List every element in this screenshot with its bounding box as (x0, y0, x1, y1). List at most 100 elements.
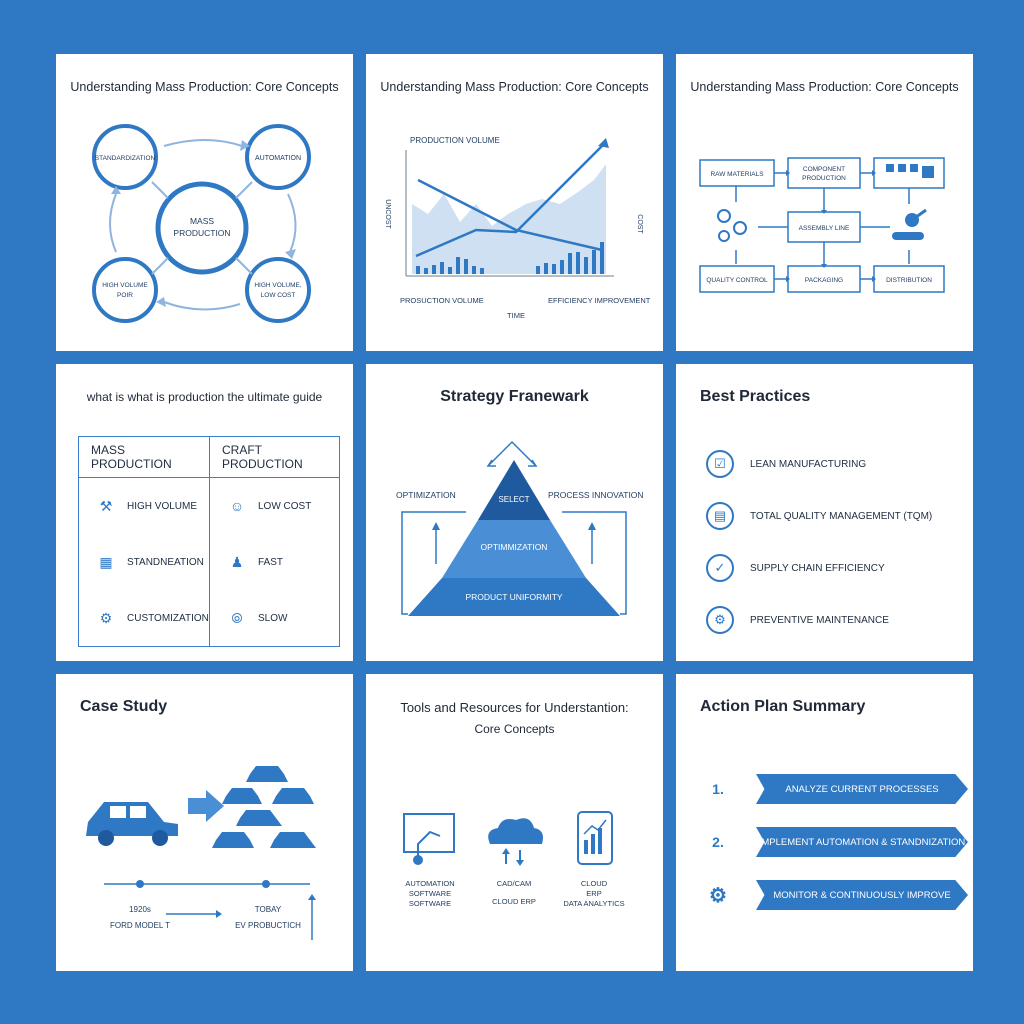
cycle-arrow (163, 139, 243, 147)
panel-production-flow: Understanding Mass Production: Core Conc… (676, 54, 973, 351)
strategy-pyramid: OPTIMIZATION PROCESS INNOVATION SELECT O… (396, 440, 644, 616)
panel-tools-resources: Tools and Resources for Understantion: C… (366, 674, 663, 971)
robot-arm-icon (892, 208, 927, 240)
timeline-marker (136, 880, 144, 888)
center-label: PRODUCTION (173, 228, 230, 238)
panel-title: what is what is production the ultimate … (86, 390, 323, 404)
center-label: MASS (190, 216, 214, 226)
panel-volume-cost-chart: Understanding Mass Production: Core Conc… (366, 54, 663, 351)
side-brackets (401, 511, 627, 615)
tool-label: CAD/CAM (497, 879, 532, 888)
panel-production-comparison: what is what is production the ultimate … (56, 364, 353, 661)
table-row: ⚙CUSTOMIZATION ⦾SLOW (78, 590, 340, 647)
pyramid-tier-bottom (408, 578, 620, 616)
box-label: QUALITY CONTROL (706, 277, 768, 284)
car-fleet-icon (212, 766, 316, 848)
step-number: 2. (712, 834, 724, 850)
node-label: POIR (117, 292, 133, 299)
box-label: PACKAGING (805, 277, 843, 284)
action-step: 1. ANALYZE CURRENT PROCESSES (698, 774, 968, 804)
cycle-arrow (109, 193, 117, 253)
tier-label: SELECT (498, 495, 529, 504)
tool-label: CLOUD ERP (492, 897, 536, 906)
x-axis-label: TIME (507, 311, 525, 320)
panel-title: Best Practices (700, 388, 811, 405)
panel-subtitle: Core Concepts (474, 722, 555, 736)
panel-best-practices: Best Practices ☑ LEAN MANUFACTURING ▤ TO… (676, 364, 973, 661)
timeline-event: EV PROBUCTICH (235, 921, 301, 930)
panel-title: Action Plan Summary (700, 698, 866, 715)
tool-label: CLOUD (581, 879, 608, 888)
node-circle (92, 124, 158, 190)
hammer-icon: ⚒ (99, 497, 113, 514)
cycle-arrow (163, 301, 241, 311)
gears-icon (717, 209, 747, 242)
right-axis-label: COST (636, 214, 643, 234)
panel-title: Understanding Mass Production: Core Conc… (70, 80, 339, 94)
connector-arrow (151, 181, 169, 199)
trend-chart: PRODUCTION VOLUME UNCOST COST PROSUCTION… (384, 136, 651, 320)
step-banner: MONITOR & CONTINUOUSLY IMPROVE (756, 880, 968, 910)
practice-item: ✓ SUPPLY CHAIN EFFICIENCY (706, 554, 885, 582)
flow-arrows (735, 172, 910, 280)
worker-icon: ☺ (229, 498, 245, 514)
cell-text: HIGH VOLUME (127, 500, 198, 512)
timeline-event: FORD MODEL T (110, 921, 170, 930)
connector-arrow (235, 257, 253, 275)
panel-case-study: Case Study 1920s FORD MODEL T TOBAY EV P… (56, 674, 353, 971)
table-row: ▦ STANDNEATION ♟ FAST (78, 534, 340, 590)
cycle-diagram: STANDARDIZATION AUTOMATION MASS PRODUCTI… (92, 124, 311, 323)
node-label: HIGH VOLUME, (254, 282, 302, 289)
center-circle (155, 181, 249, 275)
connector-arrow (235, 181, 253, 199)
compass-icon: ⦾ (231, 609, 243, 626)
standard-icon: ▦ (99, 553, 113, 570)
flow-box (699, 265, 775, 293)
panel-title: Tools and Resources for Understantion: (400, 700, 629, 715)
tool-label: SOFTWARE (409, 889, 451, 898)
car-icon (86, 802, 178, 846)
table-row: ⚒ HIGH VOLUME ☺ LOW COST (78, 477, 340, 534)
tool-label: SOFTWARE (409, 899, 451, 908)
cell-text: FAST (257, 556, 283, 568)
area-fill (412, 164, 606, 274)
volume-line (415, 141, 607, 258)
cycle-arrow (287, 193, 297, 253)
panel-action-plan: Action Plan Summary 1. ANALYZE CURRENT P… (676, 674, 973, 971)
cell-text: STANDNEATION (127, 556, 204, 568)
flow-diagram: RAW MATERIALS COMPONENT PRODUCTION ASSEM… (699, 157, 945, 293)
cloud-icon (488, 818, 543, 866)
pyramid-tier-middle (442, 520, 586, 578)
machinery-icon (886, 164, 934, 178)
tool-label: DATA ANALYTICS (563, 899, 624, 908)
flow-box (699, 159, 775, 187)
node-circle (245, 124, 311, 190)
practice-item: ☑ LEAN MANUFACTURING (706, 450, 866, 478)
practice-item: ▤ TOTAL QUALITY MANAGEMENT (TQM) (706, 502, 932, 530)
panel-title: Understanding Mass Production: Core Conc… (380, 80, 649, 94)
tier-label: PRODUCT UNIFORMITY (465, 592, 562, 602)
box-label: COMPONENT (803, 166, 845, 173)
practice-item: ⚙ PREVENTIVE MAINTENANCE (706, 606, 889, 634)
column-header: CRAFT PRODUCTION (209, 436, 340, 478)
panel-title: Understanding Mass Production: Core Conc… (690, 80, 959, 94)
bottom-right-label: EFFICIENCY IMPROVEMENT (548, 296, 651, 305)
case-study-illustration: 1920s FORD MODEL T TOBAY EV PROBUCTICH (86, 766, 316, 940)
node-circle (245, 257, 311, 323)
flow-box (787, 157, 861, 189)
box-label: RAW MATERIALS (710, 171, 764, 178)
comparison-table: MASS PRODUCTION CRAFT PRODUCTION ⚒HIGH V… (78, 436, 340, 647)
node-label: HIGH VOLUME (102, 282, 148, 289)
person-icon: ♟ (230, 553, 244, 570)
briefcase-icon: ▤ (706, 502, 734, 530)
panel-strategy-framework: Strategy Franewark OPTIMIZATION PROCESS … (366, 364, 663, 661)
timeline-year: TOBAY (255, 905, 282, 914)
right-label: PROCESS INNOVATION (548, 490, 644, 500)
box-label: ASSEMBLY LINE (799, 225, 850, 232)
practice-label: PREVENTIVE MAINTENANCE (750, 614, 889, 626)
left-label: OPTIMIZATION (396, 490, 456, 500)
tablet-analytics-icon (577, 811, 613, 865)
box-label: DISTRIBUTION (886, 277, 932, 284)
cell-text: LOW COST (257, 500, 312, 512)
timeline-year: 1920s (129, 905, 151, 914)
